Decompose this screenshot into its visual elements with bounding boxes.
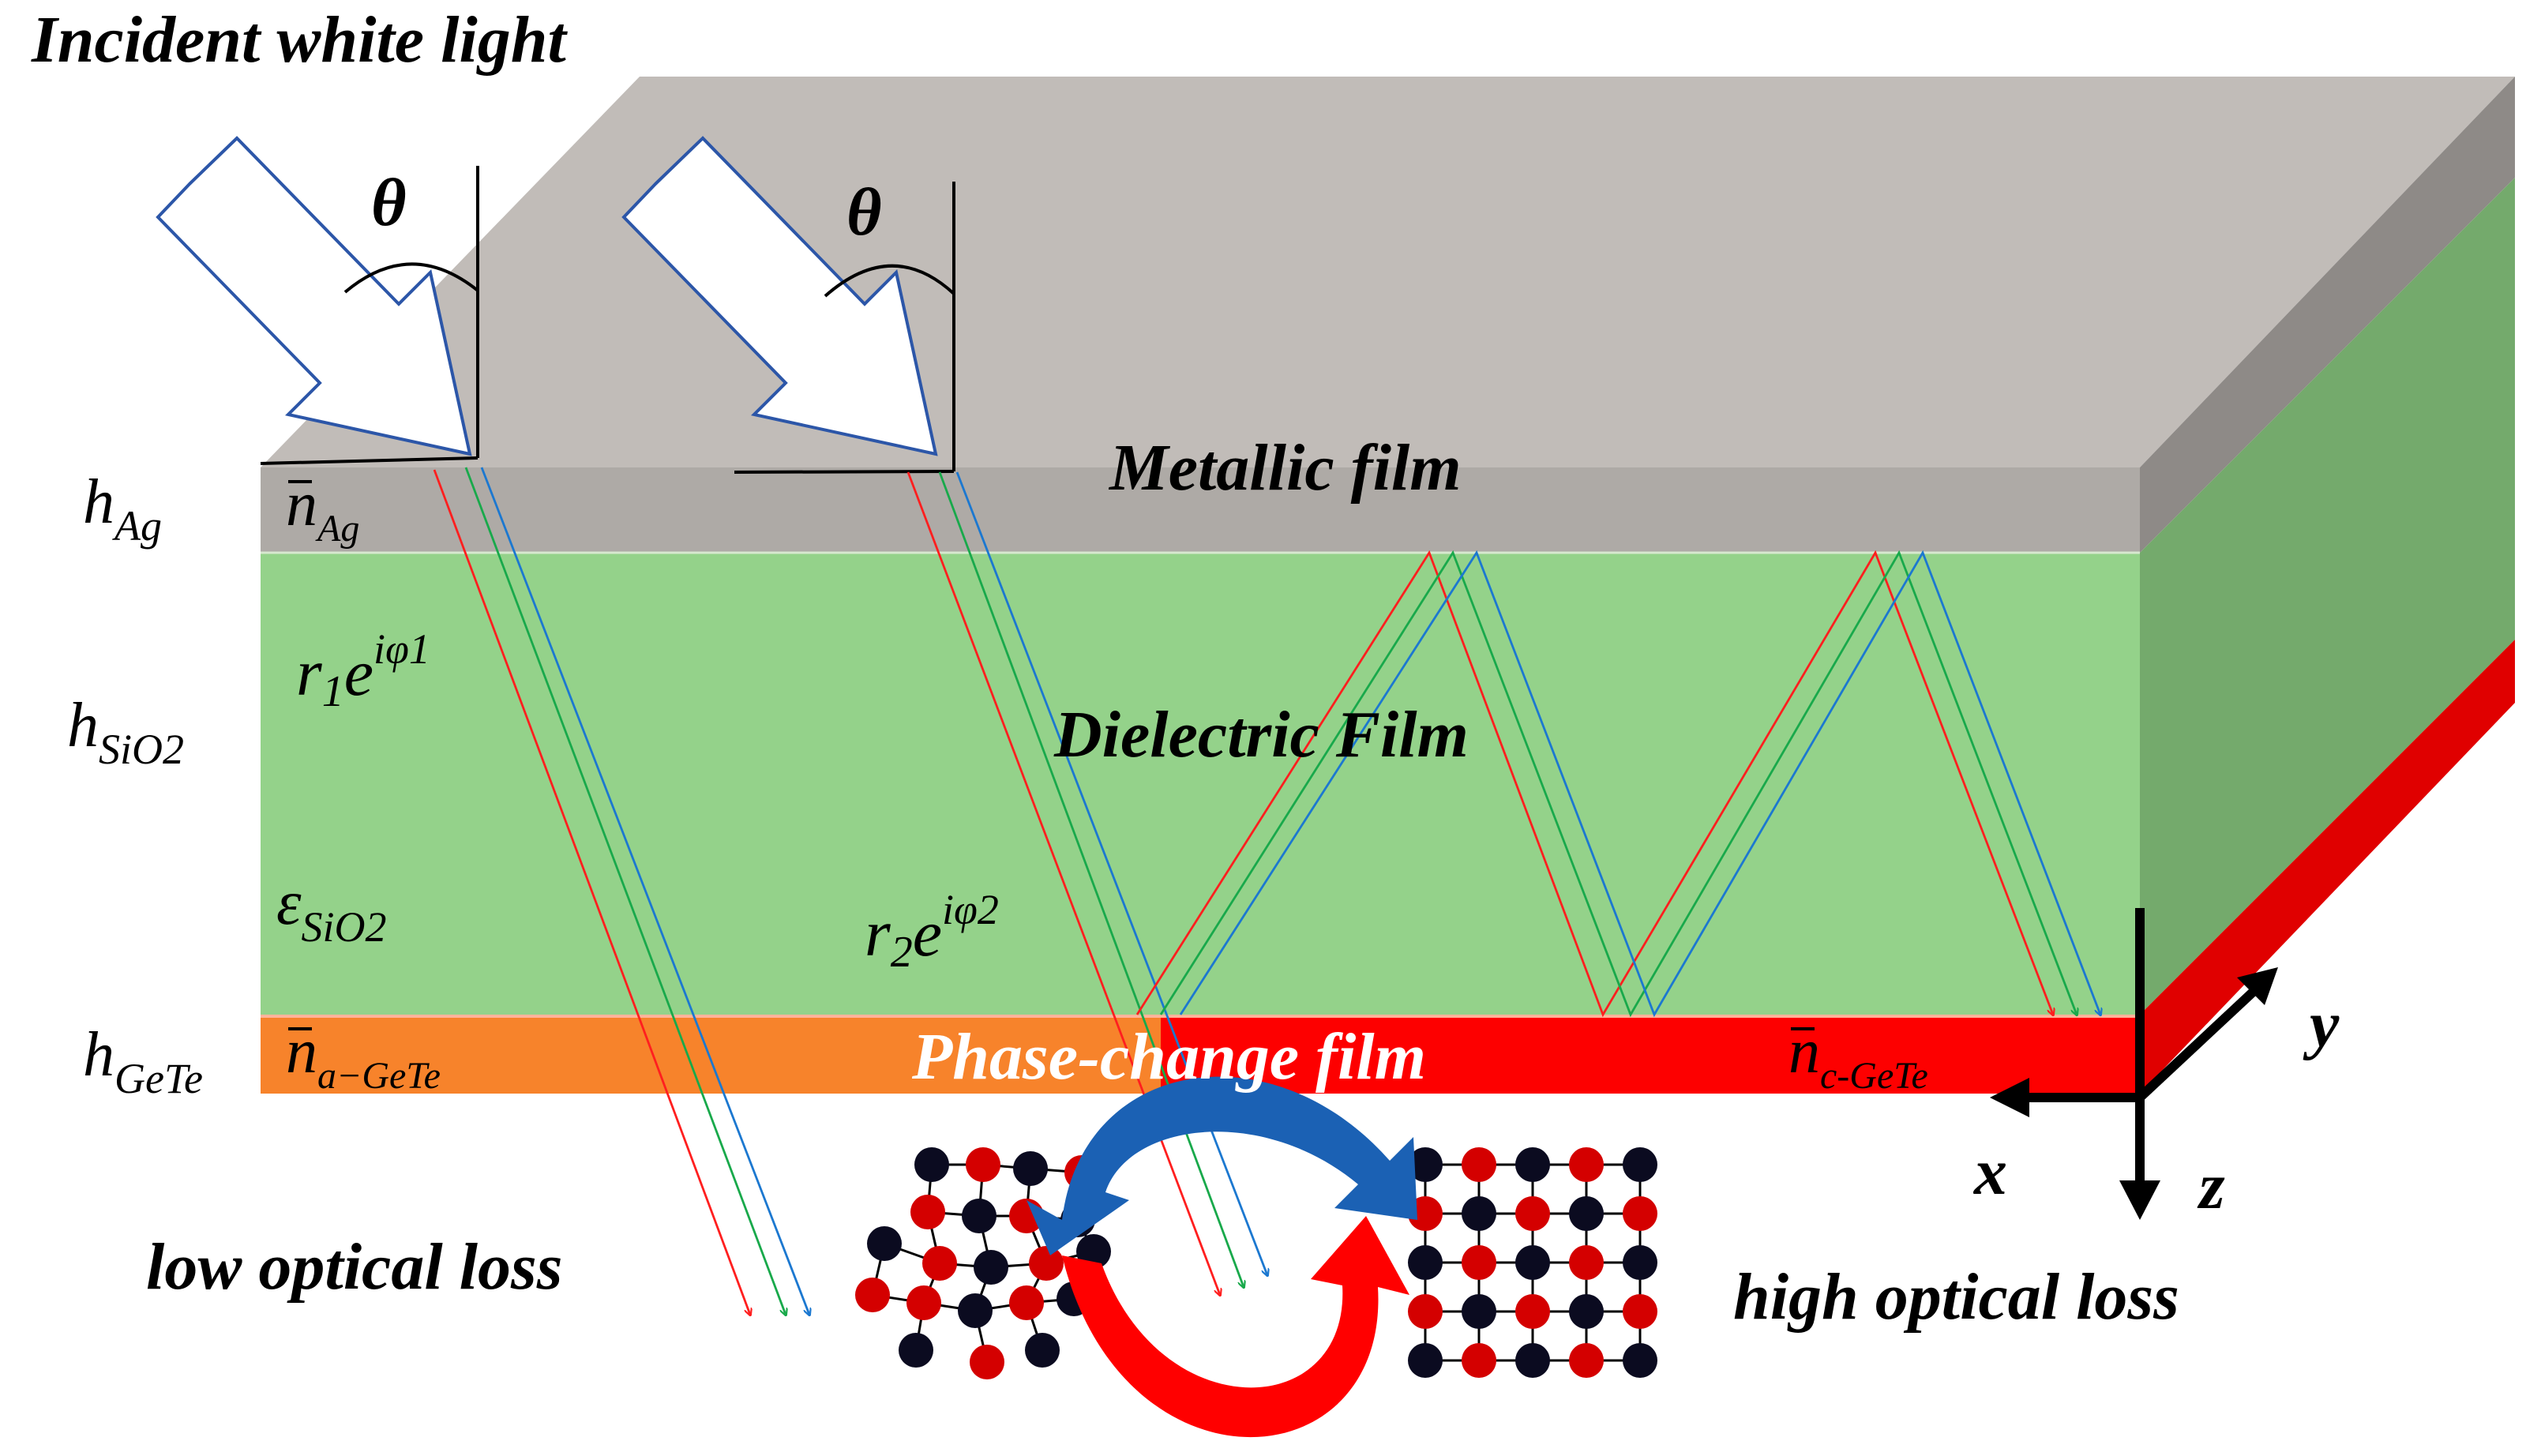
ray-blue-1 xyxy=(480,467,809,1315)
crystalline-atom-te xyxy=(1408,1294,1443,1329)
normal-line-1 xyxy=(260,166,479,465)
ray-green-2 xyxy=(938,471,1244,1287)
dielectric-film-label: Dielectric Film xyxy=(1053,698,1469,771)
metallic-film-label: Metallic film xyxy=(1108,431,1462,505)
amorphous-gete-region xyxy=(261,1015,1161,1094)
crystalline-atom-ge xyxy=(1408,1147,1443,1182)
crystalline-atom-te xyxy=(1569,1343,1604,1378)
crystalline-atom-ge xyxy=(1623,1245,1657,1280)
incident-light-title: Incident white light xyxy=(31,3,568,77)
high-loss-label: high optical loss xyxy=(1733,1260,2179,1334)
crystalline-atom-ge xyxy=(1623,1343,1657,1378)
low-loss-label: low optical loss xyxy=(146,1230,562,1304)
crystalline-atom-te xyxy=(1569,1245,1604,1280)
crystalline-lattice xyxy=(1408,1147,1657,1378)
amorphous-atom-te xyxy=(910,1195,945,1229)
axis-y-label: y xyxy=(2303,988,2340,1061)
crystalline-atom-ge xyxy=(1515,1343,1550,1378)
amorphous-atom-ge xyxy=(1025,1333,1060,1368)
amorphous-atom-te xyxy=(970,1345,1004,1379)
r1-label: r1eiφ1 xyxy=(296,625,430,716)
ray-green-zigzag xyxy=(1159,550,2077,1015)
blue-transition-arrow xyxy=(1027,1076,1417,1255)
crystalline-atom-te xyxy=(1515,1294,1550,1329)
dielectric-film-front xyxy=(261,553,2140,1015)
crystalline-atom-te xyxy=(1623,1294,1657,1329)
amorphous-atom-te xyxy=(906,1285,941,1320)
crystalline-atom-ge xyxy=(1569,1294,1604,1329)
phase-change-film-side xyxy=(2140,640,2515,1094)
crystalline-atom-te xyxy=(1569,1147,1604,1182)
incident-arrow-2 xyxy=(621,136,938,456)
r2-label: r2eiφ2 xyxy=(865,886,999,977)
crystalline-gete-region xyxy=(1161,1015,2140,1094)
crystalline-atom-ge xyxy=(1408,1245,1443,1280)
dielectric-film-side xyxy=(2140,178,2515,1015)
coordinate-axes xyxy=(1990,908,2278,1220)
n-a-gete-label: na−GeTe xyxy=(286,1017,441,1097)
h-gete-label: hGeTe xyxy=(83,1020,203,1102)
crystalline-atom-te xyxy=(1623,1196,1657,1231)
incident-arrow-1 xyxy=(156,136,472,456)
amorphous-atom-te xyxy=(966,1147,1000,1182)
crystalline-atom-ge xyxy=(1408,1343,1443,1378)
n-c-gete-label: nc-GeTe xyxy=(1788,1017,1928,1097)
theta-label-2: θ xyxy=(846,174,882,250)
amorphous-atom-ge xyxy=(958,1293,993,1328)
crystalline-atom-ge xyxy=(1515,1245,1550,1280)
amorphous-atom-ge xyxy=(962,1199,997,1233)
svg-text:nAg: nAg xyxy=(286,470,359,550)
normal-line-2 xyxy=(734,182,955,474)
ray-blue-zigzag xyxy=(1179,550,2100,1015)
ray-red-2 xyxy=(906,471,1220,1295)
metal-film-top xyxy=(261,77,2515,467)
crystalline-atom-te xyxy=(1462,1147,1496,1182)
amorphous-atom-ge xyxy=(867,1226,902,1261)
axis-z-label: z xyxy=(2197,1150,2225,1223)
crystalline-atom-ge xyxy=(1569,1196,1604,1231)
epsilon-sio2-label: εSiO2 xyxy=(276,869,387,951)
svg-text:na−GeTe: na−GeTe xyxy=(286,1017,441,1097)
amorphous-atom-te xyxy=(855,1278,890,1312)
ray-bundles xyxy=(433,467,2100,1315)
svg-text:nc-GeTe: nc-GeTe xyxy=(1788,1017,1928,1097)
h-ag-label: hAg xyxy=(83,467,162,550)
metal-film-front xyxy=(261,467,2140,553)
red-transition-arrow xyxy=(1062,1216,1409,1438)
amorphous-atom-ge xyxy=(1013,1151,1048,1186)
ray-blue-2 xyxy=(955,471,1267,1275)
ray-red-zigzag xyxy=(1135,550,2053,1015)
crystalline-atom-te xyxy=(1462,1245,1496,1280)
axis-x-label: x xyxy=(1972,1135,2007,1209)
h-sio2-label: hSiO2 xyxy=(67,691,184,773)
amorphous-atom-te xyxy=(1009,1285,1044,1320)
crystalline-atom-ge xyxy=(1515,1147,1550,1182)
crystalline-atom-ge xyxy=(1462,1294,1496,1329)
phase-change-film-label: Phase-change film xyxy=(911,1020,1426,1094)
crystalline-atom-ge xyxy=(1623,1147,1657,1182)
n-ag-label: nAg xyxy=(286,470,359,550)
crystalline-atom-te xyxy=(1462,1343,1496,1378)
ray-red-1 xyxy=(433,469,750,1315)
amorphous-atom-ge xyxy=(899,1333,933,1368)
ray-green-1 xyxy=(464,467,786,1315)
metal-film-side xyxy=(2140,77,2515,553)
amorphous-atom-ge xyxy=(914,1147,949,1182)
theta-label-1: θ xyxy=(371,164,407,240)
amorphous-atom-te xyxy=(922,1246,957,1281)
crystalline-atom-ge xyxy=(1462,1196,1496,1231)
amorphous-atom-te xyxy=(1029,1246,1064,1281)
crystalline-atom-te xyxy=(1515,1196,1550,1231)
amorphous-atom-ge xyxy=(974,1250,1008,1285)
